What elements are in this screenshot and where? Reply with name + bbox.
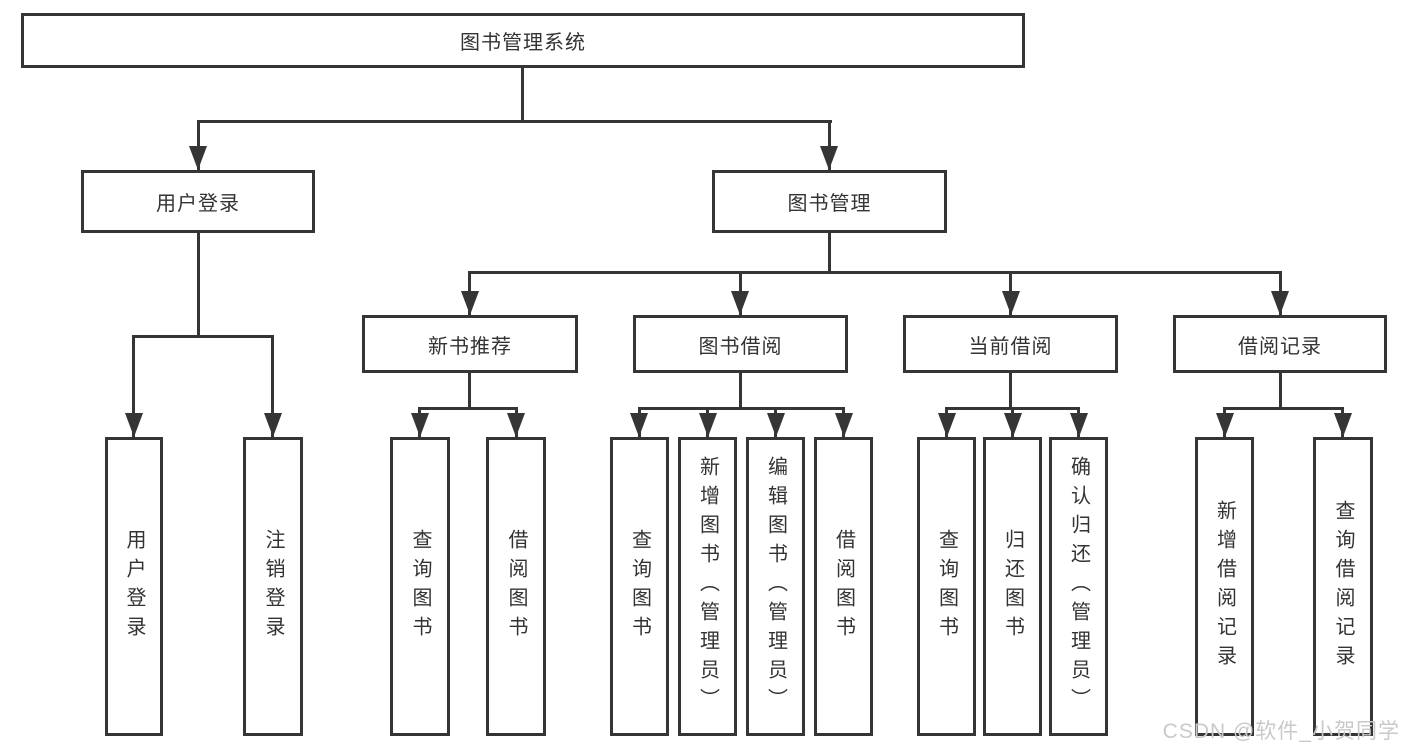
leaf-label: 查询图书	[409, 528, 431, 645]
leaf-query-books-newbook: 查询图书	[390, 437, 450, 736]
node-label: 新书推荐	[428, 335, 512, 358]
leaf-label: 编辑图书（管理员）	[764, 456, 787, 717]
node-label: 图书管理	[787, 193, 872, 215]
leaf-query-books-current: 查询图书	[917, 437, 976, 736]
leaf-label: 归还图书	[1001, 528, 1024, 645]
node-library-management-system: 图书管理系统	[21, 13, 1025, 68]
leaf-add-borrow-record: 新增借阅记录	[1195, 437, 1254, 736]
leaf-borrow-books: 借阅图书	[814, 437, 873, 736]
leaf-confirm-return-admin: 确认归还（管理员）	[1049, 437, 1108, 736]
arrow-to-A2	[507, 413, 525, 437]
node-book-borrowing: 图书借阅	[633, 315, 848, 373]
leaf-label: 确认归还（管理员）	[1067, 456, 1090, 717]
connector-level3-branch	[468, 271, 1281, 274]
node-borrowing-records: 借阅记录	[1173, 315, 1387, 373]
connector-login-branch	[132, 335, 274, 338]
leaf-label: 借阅图书	[505, 528, 527, 645]
leaf-query-books-borrow: 查询图书	[610, 437, 669, 736]
leaf-label: 新增图书（管理员）	[696, 456, 719, 717]
node-label: 图书借阅	[698, 335, 783, 358]
connector-level2-branch	[197, 120, 832, 123]
connector-stem-login-leaf2	[271, 335, 274, 437]
connector-groupA-branch	[418, 407, 517, 410]
connector-groupC-trunk	[1009, 373, 1012, 407]
leaf-query-borrow-record: 查询借阅记录	[1313, 437, 1373, 736]
arrow-to-borrow-records	[1271, 291, 1289, 315]
leaf-logout: 注销登录	[243, 437, 303, 736]
arrow-to-B2	[699, 413, 717, 437]
connector-groupB-trunk	[739, 373, 742, 407]
arrow-to-new-book	[461, 291, 479, 315]
arrow-to-user-login	[189, 146, 207, 170]
connector-stem-user-login	[197, 120, 200, 170]
arrow-to-B4	[835, 413, 853, 437]
node-user-login: 用户登录	[81, 170, 315, 233]
connector-groupA-trunk	[468, 373, 471, 407]
leaf-return-books: 归还图书	[983, 437, 1042, 736]
node-current-borrowing: 当前借阅	[903, 315, 1118, 373]
leaf-borrow-books-newbook: 借阅图书	[486, 437, 546, 736]
leaf-label: 查询图书	[935, 528, 958, 645]
node-book-management: 图书管理	[712, 170, 947, 233]
leaf-label: 注销登录	[262, 528, 284, 645]
node-label: 当前借阅	[968, 335, 1053, 358]
arrow-to-login-leaf1	[125, 413, 143, 437]
leaf-label: 查询借阅记录	[1332, 499, 1354, 674]
leaf-label: 查询图书	[628, 528, 651, 645]
arrow-to-C3	[1070, 413, 1088, 437]
arrow-to-D1	[1216, 413, 1234, 437]
arrow-to-A1	[411, 413, 429, 437]
connector-groupD-branch	[1223, 407, 1343, 410]
arrow-to-book-management	[820, 146, 838, 170]
arrow-to-B3	[767, 413, 785, 437]
arrow-to-B1	[630, 413, 648, 437]
leaf-user-login: 用户登录	[105, 437, 163, 736]
csdn-watermark: CSDN @软件_小贺同学	[1162, 720, 1400, 743]
connector-groupD-trunk	[1279, 373, 1282, 407]
arrow-to-C1	[938, 413, 956, 437]
leaf-label: 用户登录	[123, 528, 145, 645]
connector-root-trunk	[521, 68, 524, 120]
leaf-add-books-admin: 新增图书（管理员）	[678, 437, 737, 736]
arrow-to-book-borrow	[731, 291, 749, 315]
leaf-label: 借阅图书	[832, 528, 855, 645]
node-new-book-recommend: 新书推荐	[362, 315, 578, 373]
connector-login-trunk	[197, 233, 200, 335]
arrow-to-login-leaf2	[264, 413, 282, 437]
arrow-to-C2	[1004, 413, 1022, 437]
leaf-label: 新增借阅记录	[1213, 499, 1236, 674]
leaf-edit-books-admin: 编辑图书（管理员）	[746, 437, 805, 736]
node-label: 图书管理系统	[460, 32, 586, 54]
connector-groupB-branch	[638, 407, 845, 410]
arrow-to-D2	[1334, 413, 1352, 437]
connector-stem-login-leaf1	[132, 335, 135, 437]
node-label: 借阅记录	[1238, 335, 1322, 358]
connector-management-trunk	[828, 233, 831, 271]
connector-stem-book-management	[828, 120, 831, 170]
arrow-to-current-borrow	[1002, 291, 1020, 315]
node-label: 用户登录	[156, 193, 240, 215]
